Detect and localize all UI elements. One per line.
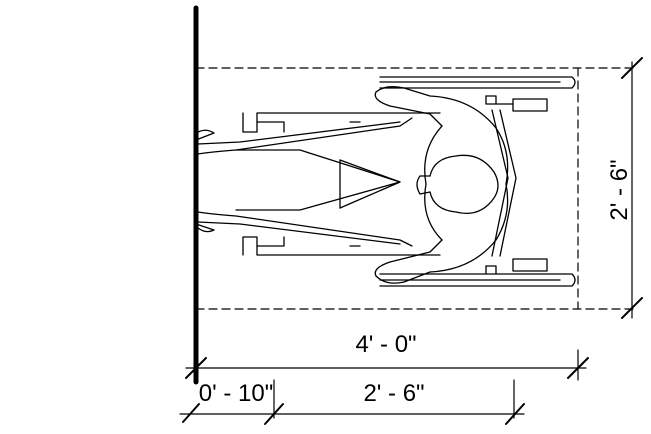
overall-length-label: 4' - 0" xyxy=(355,331,416,358)
depth-dimension-label: 2' - 6" xyxy=(606,159,633,220)
wheelchair-icon xyxy=(242,76,576,287)
sub-dimension-line xyxy=(179,379,525,425)
clear-floor-space-outline xyxy=(195,67,639,310)
depth-dimension-line xyxy=(621,57,643,319)
knee-clearance-label: 0' - 10" xyxy=(199,380,273,407)
person-icon xyxy=(195,86,509,284)
overall-length-dimension-line xyxy=(185,349,589,381)
approach-length-label: 2' - 6" xyxy=(363,380,424,407)
